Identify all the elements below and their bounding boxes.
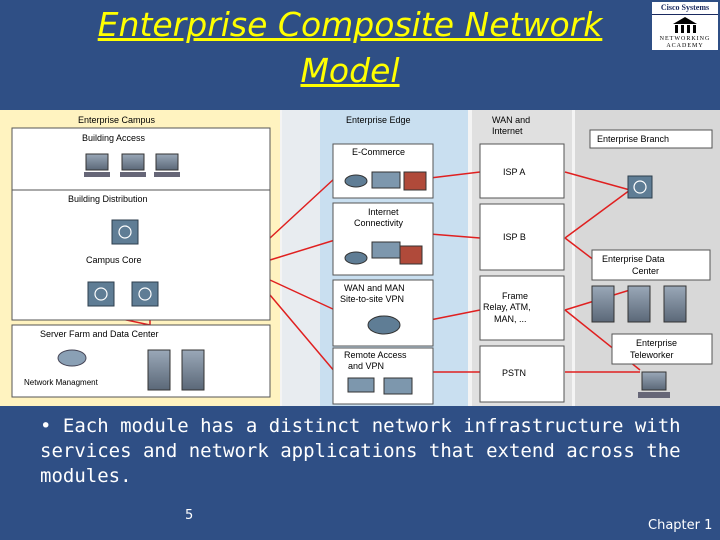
pstn-box [479, 345, 565, 403]
cisco-academy-logo: Cisco Systems NETWORKING ACADEMY [652, 2, 718, 50]
datacenter-server-icons [591, 285, 687, 323]
academy-emblem-icon [673, 17, 697, 33]
academy-wordmark-line2: ACADEMY [666, 43, 704, 49]
frame-label-line3: MAN, ... [494, 314, 527, 324]
slide-title-line1: Enterprise Composite Network [97, 5, 603, 44]
academy-wordmark-line1: NETWORKING [659, 36, 711, 42]
core-switch-icons [87, 281, 159, 307]
remote-label-line1: Remote Access [344, 350, 407, 360]
campus-edge-gap [282, 110, 320, 406]
building-access-label: Building Access [82, 133, 146, 143]
wan-label-line2: Site-to-site VPN [340, 294, 404, 304]
wan-man-box [332, 279, 434, 347]
academy-wordmark: NETWORKING ACADEMY [652, 36, 718, 50]
edge-title: Enterprise Edge [346, 115, 411, 125]
wan-title-line1: WAN and [492, 115, 530, 125]
slide-title-line2: Model [300, 51, 400, 90]
enterprise-branch-box [589, 129, 713, 149]
cloud-icon [57, 349, 87, 367]
page-number: 5 [185, 508, 194, 523]
internet-label-line2: Connectivity [354, 218, 404, 228]
building-distribution-label: Building Distribution [68, 194, 148, 204]
network-management-label: Network Managment [24, 378, 99, 387]
pstn-label: PSTN [502, 368, 526, 378]
router-icon [367, 315, 401, 335]
campus-title: Enterprise Campus [78, 115, 156, 125]
enterprise-branch-label: Enterprise Branch [597, 134, 669, 144]
chapter-label: Chapter 1 [648, 518, 713, 533]
teleworker-label-line1: Enterprise [636, 338, 677, 348]
isp-a-label: ISP A [503, 167, 525, 177]
slide-title: Enterprise Composite Network Model [0, 2, 700, 94]
bullet-text: • Each module has a distinct network inf… [40, 415, 681, 487]
server-farm-box [11, 324, 271, 398]
enterprise-datacenter-box [591, 249, 711, 281]
distribution-switch-icons [111, 219, 139, 245]
remote-access-box [332, 347, 434, 405]
access-pc-icons [84, 153, 180, 177]
vpn-device-icons [347, 377, 413, 395]
wan-title-line2: Internet [492, 126, 523, 136]
internet-device-icons [344, 241, 423, 265]
datacenter-label-line2: Center [632, 266, 659, 276]
firewall-icons [344, 171, 427, 191]
cisco-logo-brand: Cisco Systems [652, 2, 718, 15]
internet-label-line1: Internet [368, 207, 399, 217]
diagram-canvas: Enterprise Campus Building Access Buildi… [0, 110, 720, 406]
campus-core-label: Campus Core [86, 255, 142, 265]
server-icons [147, 349, 205, 391]
network-model-diagram: Enterprise Campus Building Access Buildi… [0, 110, 720, 406]
frame-relay-box [479, 275, 565, 341]
frame-label-line1: Frame [502, 291, 528, 301]
isp-b-label: ISP B [503, 232, 526, 242]
ecommerce-label: E-Commerce [352, 147, 405, 157]
datacenter-label-line1: Enterprise Data [602, 254, 665, 264]
frame-label-line2: Relay, ATM, [483, 302, 531, 312]
branch-switch-icon [627, 175, 653, 199]
teleworker-pc-icon [638, 371, 670, 398]
enterprise-teleworker-box [611, 333, 713, 365]
isp-b-box [479, 203, 565, 271]
remote-label-line2: and VPN [348, 361, 384, 371]
teleworker-label-line2: Teleworker [630, 350, 674, 360]
wan-label-line1: WAN and MAN [344, 283, 405, 293]
isp-a-box [479, 143, 565, 199]
server-farm-label: Server Farm and Data Center [40, 329, 159, 339]
